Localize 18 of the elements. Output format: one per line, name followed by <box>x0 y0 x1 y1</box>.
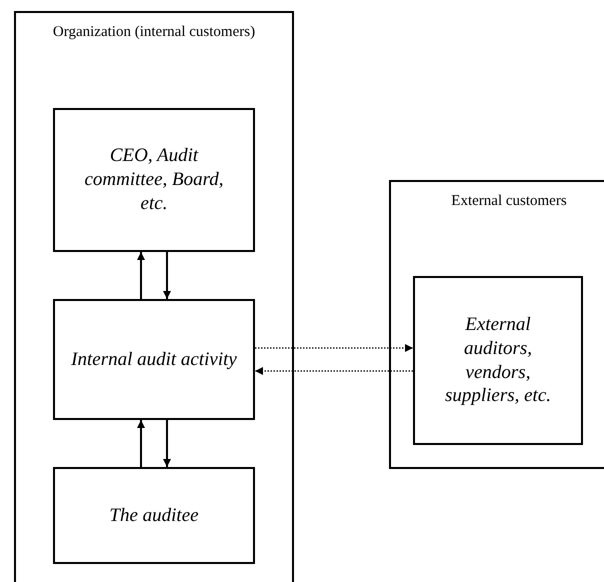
arrow <box>137 420 145 467</box>
arrow <box>255 367 413 375</box>
arrow <box>255 344 413 352</box>
box-label: CEO, Audit committee, Board, etc. <box>83 144 225 216</box>
arrow <box>163 420 171 467</box>
group-title: External customers <box>451 192 567 211</box>
process-box <box>53 467 255 564</box>
group-title: Organization (internal customers) <box>52 23 256 42</box>
arrow <box>163 252 171 299</box>
arrow <box>137 252 145 299</box>
group-box <box>389 180 604 469</box>
process-box <box>53 299 255 420</box>
box-label: Internal audit activity <box>71 348 237 372</box>
box-label: The auditee <box>109 504 199 528</box>
process-box <box>53 108 255 252</box>
group-box <box>14 11 294 582</box>
process-box <box>413 276 583 445</box>
box-label: External auditors, vendors, suppliers, etc. <box>444 313 552 408</box>
